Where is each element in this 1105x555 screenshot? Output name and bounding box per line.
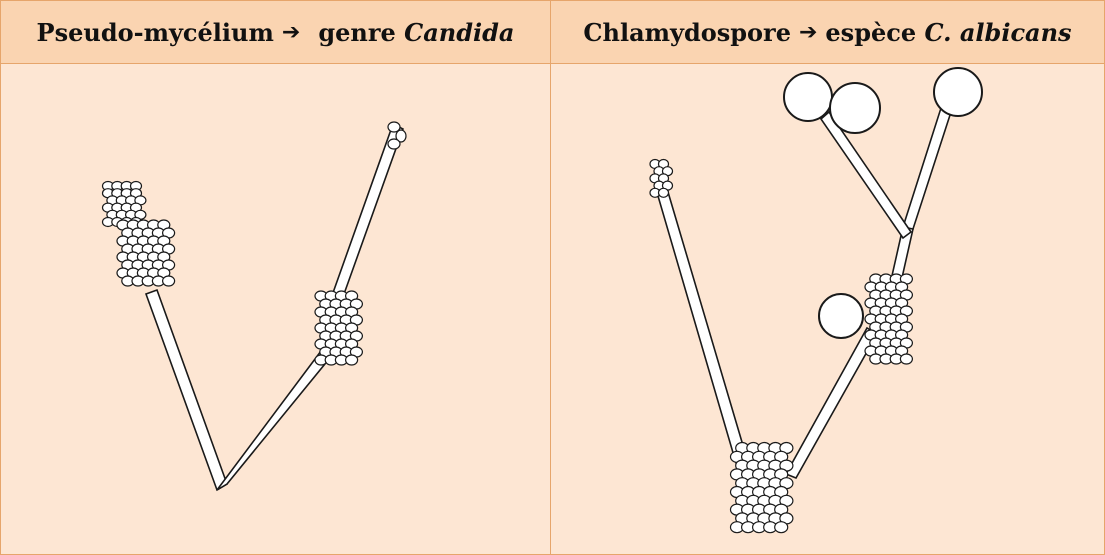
- hypha-filament: [786, 328, 877, 478]
- blastospore: [659, 188, 669, 197]
- hypha-filament: [329, 124, 403, 308]
- header-text: genre: [318, 18, 395, 47]
- hypha-filament: [658, 192, 747, 463]
- pseudo-mycelium-drawing: [1, 64, 550, 554]
- blastospore: [900, 354, 912, 364]
- hypha-filament: [903, 108, 951, 229]
- arrow-icon: ➔: [799, 20, 817, 45]
- header-italic: C. albicans: [924, 18, 1071, 47]
- pseudo-mycelium-illustration: [1, 64, 550, 554]
- header-italic: Candida: [404, 18, 514, 47]
- blastospore: [775, 522, 788, 533]
- header-cell-chlamydospore: Chlamydospore ➔ espèce C. albicans: [551, 1, 1104, 63]
- chlamydospore-drawing: [551, 64, 1104, 554]
- hypha-filament: [146, 290, 227, 490]
- chlamydospore-illustration: [551, 64, 1104, 554]
- chlamydospore: [934, 68, 982, 116]
- header-prefix: Pseudo-mycélium: [37, 18, 274, 47]
- header-prefix: Chlamydospore: [583, 18, 791, 47]
- blastospore: [346, 355, 358, 365]
- chlamydospore: [819, 294, 863, 338]
- hypha-filament: [217, 351, 329, 490]
- blastospore: [163, 276, 175, 286]
- chlamydospore: [830, 83, 880, 133]
- header-text: espèce: [825, 18, 916, 47]
- arrow-icon: ➔: [282, 20, 300, 45]
- chlamydospore: [784, 73, 832, 121]
- header-cell-pseudo-mycelium: Pseudo-mycélium ➔ genre Candida: [1, 1, 550, 63]
